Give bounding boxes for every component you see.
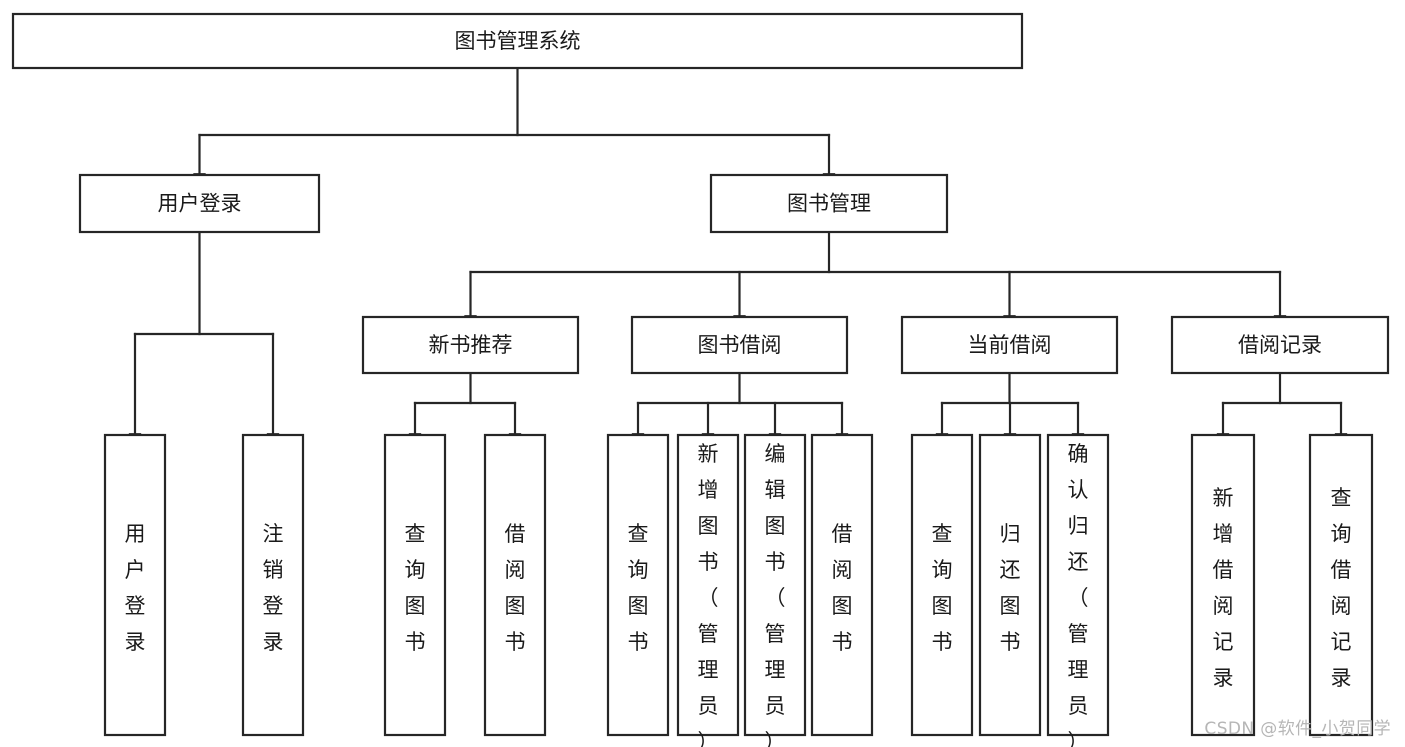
node-current-borrow[interactable]: 当前借阅 (900, 315, 1119, 375)
node-label: 查询借阅记录 (1331, 486, 1352, 690)
node-label: 归还图书 (1000, 522, 1021, 654)
node-label: 图书借阅 (698, 333, 782, 357)
node-box[interactable] (483, 433, 547, 737)
node-leaf-confirm-return-admin[interactable]: 确认归还（管理员） (1046, 433, 1110, 747)
node-box[interactable] (630, 315, 849, 375)
node-label: 确认归还（管理员） (1068, 442, 1089, 747)
node-leaf-add-book-admin[interactable]: 新增图书（管理员） (676, 433, 740, 747)
node-label: 查询图书 (628, 522, 649, 654)
node-label: 借阅记录 (1238, 333, 1322, 357)
node-box[interactable] (383, 433, 447, 737)
node-leaf-query-borrow-record[interactable]: 查询借阅记录 (1308, 433, 1374, 737)
node-leaf-user-login[interactable]: 用户登录 (103, 433, 167, 737)
node-borrow-record[interactable]: 借阅记录 (1170, 315, 1390, 375)
node-label: 用户登录 (158, 192, 242, 216)
node-box[interactable] (606, 433, 670, 737)
node-box[interactable] (361, 315, 580, 375)
node-box[interactable] (1046, 433, 1110, 737)
connector-group (935, 371, 1085, 445)
connector-group (1216, 371, 1348, 445)
node-new-book-recommend[interactable]: 新书推荐 (361, 315, 580, 375)
node-label: 新书推荐 (429, 333, 513, 357)
connector-group (128, 230, 280, 445)
node-box[interactable] (810, 433, 874, 737)
node-label: 查询图书 (932, 522, 953, 654)
node-label: 借阅图书 (832, 522, 853, 654)
node-label: 新增借阅记录 (1213, 486, 1234, 690)
node-book-borrow[interactable]: 图书借阅 (630, 315, 849, 375)
node-root[interactable]: 图书管理系统 (11, 12, 1024, 70)
node-user-login[interactable]: 用户登录 (78, 173, 321, 234)
node-label: 查询图书 (405, 522, 426, 654)
node-label: 图书管理系统 (455, 29, 581, 53)
node-leaf-query-book-current[interactable]: 查询图书 (910, 433, 974, 737)
node-box[interactable] (900, 315, 1119, 375)
node-label: 用户登录 (125, 522, 146, 654)
node-label: 借阅图书 (505, 522, 526, 654)
node-box[interactable] (910, 433, 974, 737)
connector-group (193, 66, 836, 185)
node-label: 注销登录 (263, 522, 284, 654)
node-leaf-add-borrow-record[interactable]: 新增借阅记录 (1190, 433, 1256, 737)
node-label: 新增图书（管理员） (698, 442, 719, 747)
node-leaf-query-book-borrow[interactable]: 查询图书 (606, 433, 670, 737)
node-leaf-logout[interactable]: 注销登录 (241, 433, 305, 737)
node-leaf-borrow-book[interactable]: 借阅图书 (810, 433, 874, 737)
connector-group (631, 371, 849, 445)
node-leaf-query-book-rec[interactable]: 查询图书 (383, 433, 447, 737)
connector-group (408, 371, 522, 445)
node-box[interactable] (676, 433, 740, 737)
node-label: 当前借阅 (968, 333, 1052, 357)
connector-lines (128, 66, 1348, 445)
connector-group (464, 230, 1287, 327)
node-book-manage[interactable]: 图书管理 (709, 173, 949, 234)
node-box[interactable] (103, 433, 167, 737)
node-box[interactable] (978, 433, 1042, 737)
node-box[interactable] (1170, 315, 1390, 375)
node-box[interactable] (11, 12, 1024, 70)
node-label: 图书管理 (787, 192, 871, 216)
node-boxes: 图书管理系统用户登录图书管理新书推荐图书借阅当前借阅借阅记录用户登录注销登录查询… (11, 12, 1390, 747)
node-label: 编辑图书（管理员） (765, 442, 786, 747)
node-box[interactable] (1308, 433, 1374, 737)
node-leaf-edit-book-admin[interactable]: 编辑图书（管理员） (743, 433, 807, 747)
node-leaf-return-book[interactable]: 归还图书 (978, 433, 1042, 737)
node-box[interactable] (1190, 433, 1256, 737)
node-leaf-borrow-book-rec[interactable]: 借阅图书 (483, 433, 547, 737)
node-box[interactable] (78, 173, 321, 234)
node-box[interactable] (743, 433, 807, 737)
node-box[interactable] (241, 433, 305, 737)
node-box[interactable] (709, 173, 949, 234)
